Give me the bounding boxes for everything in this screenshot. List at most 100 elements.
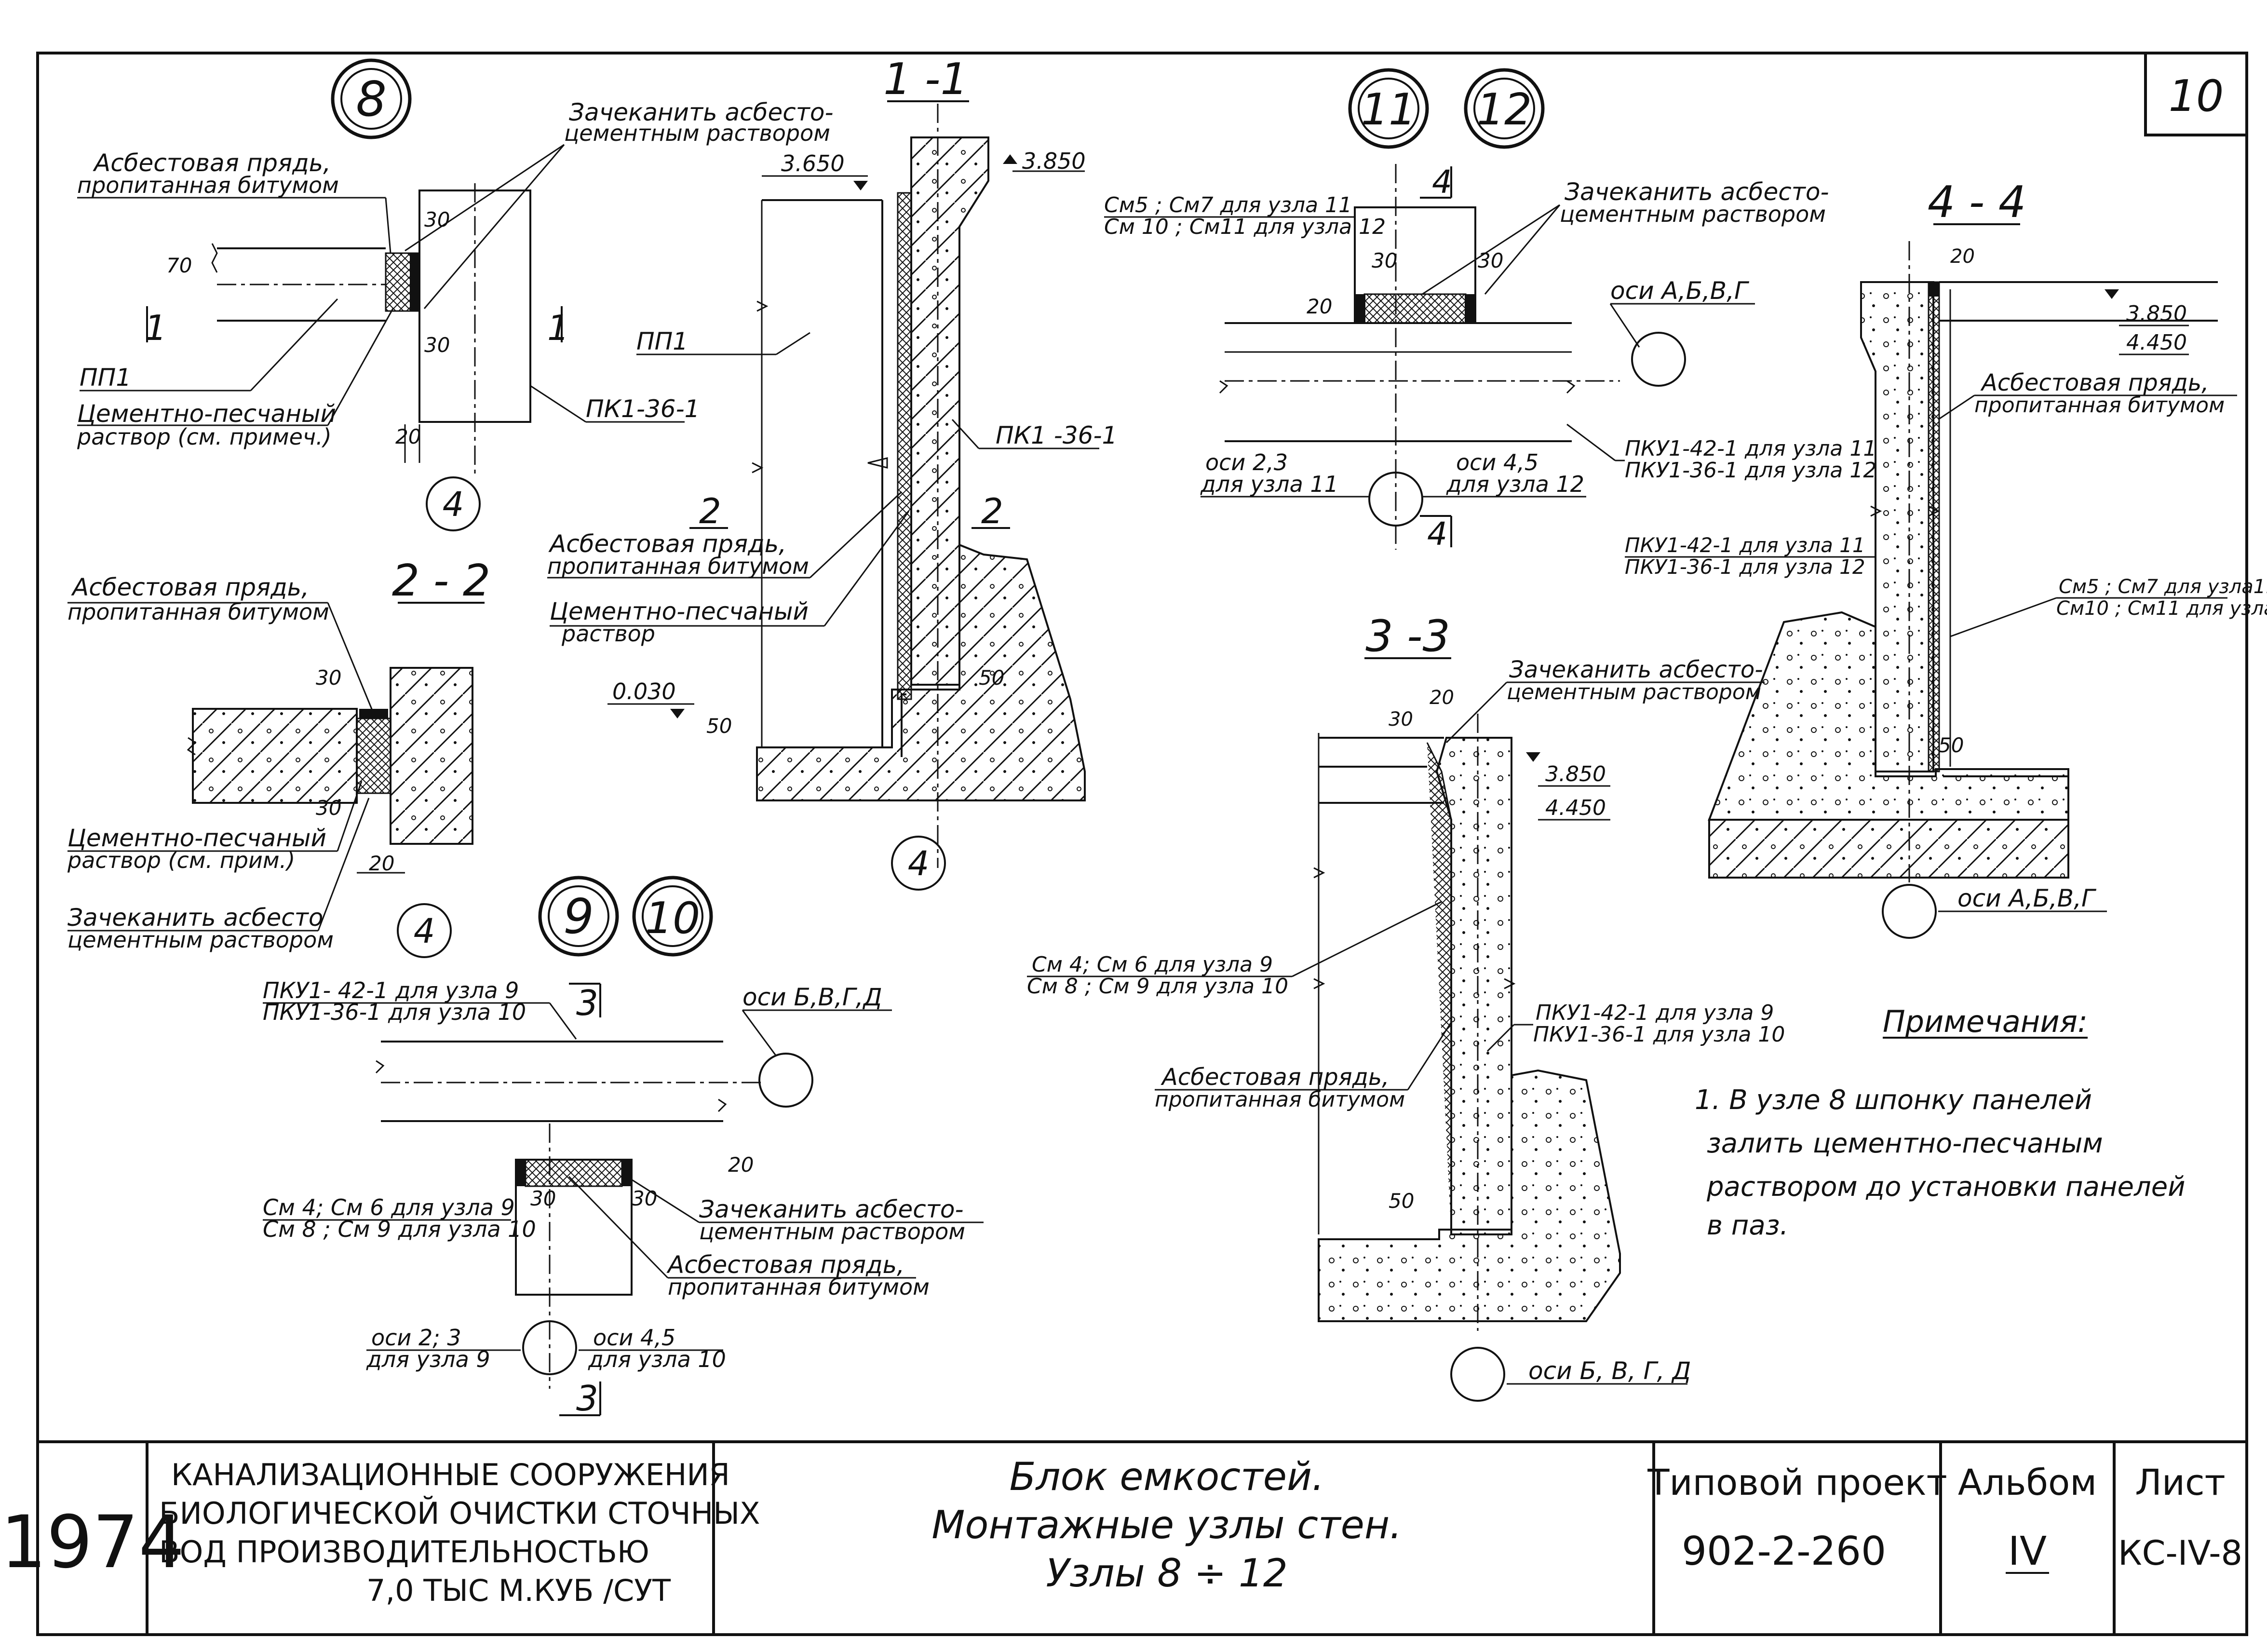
label-sm4-sm6: См 4; См 6 для узла 9 [263,1194,515,1220]
elev-3850-s33: 3.850 [1545,762,1606,786]
label-osi45-12: оси 4,5 [1456,449,1538,475]
elev-3850-s11: 3.850 [1022,148,1086,174]
label-sm8-sm9-s33: См 8 ; См 9 для узла 10 [1027,974,1288,999]
axis-bvgd-9 [758,1053,813,1108]
axis-abvg-n11 [1631,332,1686,387]
label-pku36-12-s44: ПКУ1-36-1 для узла 12 [1625,555,1865,579]
label-pku36-10b: ПКУ1-36-1 для узла 10 [1533,1022,1785,1047]
label-cps-s22: Цементно-песчаный [67,824,326,852]
node-10-number: 10 [645,893,701,944]
notes-line4: в паз. [1707,1210,1788,1241]
notes-line2: залить цементно-песчаным [1707,1128,2103,1159]
tb-sheet-label: Лист [2135,1462,2226,1503]
label-zachek-n9: Зачеканить асбесто- [699,1195,964,1223]
notes-heading: Примечания: [1883,1004,2088,1039]
foundation-s11 [756,543,1086,801]
label-pk1-8: ПК1-36-1 [586,395,700,423]
node-12-number: 12 [1477,84,1532,135]
dim-50-s44: 50 [1938,733,1964,757]
label-osi23-11: оси 2,3 [1205,449,1288,475]
axis-4-s22 [397,903,452,958]
label-sm10-sm11-s44: См10 ; См11 для узла 12 [2056,597,2267,620]
dim-20-n9: 20 [728,1153,754,1177]
label-asb-s22: Асбестовая прядь, [71,573,309,601]
label-asb-s33: Асбестовая прядь, [1160,1064,1389,1091]
dim-30-s33: 30 [1389,708,1413,731]
elev-4450-s44: 4.450 [2126,330,2187,355]
label-propit-8: пропитанная битумом [77,172,339,198]
dim-30-n9: 30 [530,1187,556,1210]
sheet-number-box [2144,52,2248,136]
label-osi23-9: оси 2; 3 [371,1325,461,1351]
cut-1-left: 1 [145,308,167,348]
label-osi-abvg-s44: оси А,Б,В,Г [1957,884,2097,912]
nodes-11-12: 11 12 4 См5 ; См7 для узла 11 См 10 ; См… [1104,68,1876,553]
label-asb-pryad-8: Асбестовая прядь, [93,149,331,177]
section-3-3-title: 3 -3 [1365,611,1450,662]
tb-album-label: Альбом [1958,1462,2097,1503]
dim-20-n11: 20 [1307,295,1332,318]
node-11-marker [1348,68,1429,149]
label-osi23-11b: для узла 11 [1200,471,1338,497]
tb-org-line1: КАНАЛИЗАЦИОННЫЕ СООРУЖЕНИЯ [171,1457,730,1492]
tb-year: 1974 [0,1501,185,1584]
label-cement-mort-8: цементным раствором [564,120,830,146]
axis-4-s22-label: 4 [414,911,435,951]
sheet-number: 10 [2169,71,2224,122]
label-pk1-s11: ПК1 -36-1 [996,421,1117,449]
node-9-number: 9 [563,888,594,945]
axis-abvg-s44 [1882,884,1937,939]
wall-s22 [390,667,473,845]
label-sm10-sm11: См 10 ; См11 для узла 12 [1104,215,1386,239]
label-pku42-9b: ПКУ1-42-1 для узла 9 [1536,1001,1774,1025]
label-pp1-8: ПП1 [80,364,131,392]
section-3-3: 3 -3 Зачеканить асбесто- цементным раств… [1027,611,1785,1402]
axis-4-node8-label: 4 [443,485,464,524]
label-cps-s11: Цементно-песчаный [550,597,809,625]
dim-50-s11: 50 [706,714,732,738]
label-zachek-s33: Зачеканить асбесто- [1509,656,1763,683]
label-sm4-sm6-s33: См 4; См 6 для узла 9 [1032,952,1273,977]
label-sm5-sm7: См5 ; См7 для узла 11 [1104,193,1352,217]
label-sm5-sm7-s44: См5 ; См7 для узла11 [2059,576,2267,598]
title-block: 1974 КАНАЛИЗАЦИОННЫЕ СООРУЖЕНИЯ БИОЛОГИЧ… [0,1440,2247,1635]
dim-30b-n11: 30 [1478,249,1503,272]
node-8-marker [331,58,412,139]
section-1-1-title: 1 -1 [883,54,968,105]
axis-4-node8 [426,476,481,531]
label-asb-s11: Асбестовая прядь, [548,530,786,558]
slab-s22 [192,708,358,804]
label-zachek-n11: Зачеканить асбесто- [1565,178,1829,206]
notes-line3: раствором до установки панелей [1706,1171,2186,1203]
axis-4-s11 [891,836,946,891]
tb-project-number: 902-2-260 [1682,1529,1886,1574]
label-osi45-12b: для узла 12 [1446,471,1584,497]
axis-4-s11-label: 4 [908,844,930,883]
axis-23-45-n9 [522,1320,577,1375]
dim-50b-s11: 50 [979,666,1004,690]
node-9-marker [538,876,619,957]
label-osi-bvgd-9: оси Б,В,Г,Д [742,983,882,1011]
label-cps-8: Цементно-песчаный [77,400,336,428]
axis-23-45-n11 [1368,472,1423,527]
label-asb-s44: Асбестовая прядь, [1980,369,2209,396]
cut-2-left: 2 [699,491,721,531]
tb-title-line3: Узлы 8 ÷ 12 [1046,1551,1288,1596]
sheet-frame [36,52,2248,1636]
tb-org-line3: ВОД ПРОИЗВОДИТЕЛЬНОСТЬЮ [159,1534,649,1570]
label-zachek-s22: Зачеканить асбесто [67,904,323,932]
tb-project-label: Типовой проект [1647,1462,1947,1503]
dim-30-s22: 30 [316,666,341,690]
elev-0030: 0.030 [612,678,676,704]
section-4-4-title: 4 - 4 [1928,177,2026,228]
dim-30b-s22: 30 [316,796,341,820]
notes-line1: 1. В узле 8 шпонку панелей [1695,1084,2092,1116]
section-1-1: 1 -1 3.850 3.650 ПП1 ПК1 -36-1 2 2 Асбес… [547,54,1117,891]
label-pku42-11: ПКУ1-42-1 для узла 11 [1625,436,1876,461]
section-4-4: 4 - 4 20 3.850 4.450 Асбестовая прядь, п… [1625,177,2267,939]
label-pku42-9: ПКУ1- 42-1 для узла 9 [263,977,519,1003]
node-10-marker [632,876,713,957]
dim-30b-n9: 30 [632,1187,657,1210]
tb-title-line1: Блок емкостей. [1010,1454,1324,1499]
